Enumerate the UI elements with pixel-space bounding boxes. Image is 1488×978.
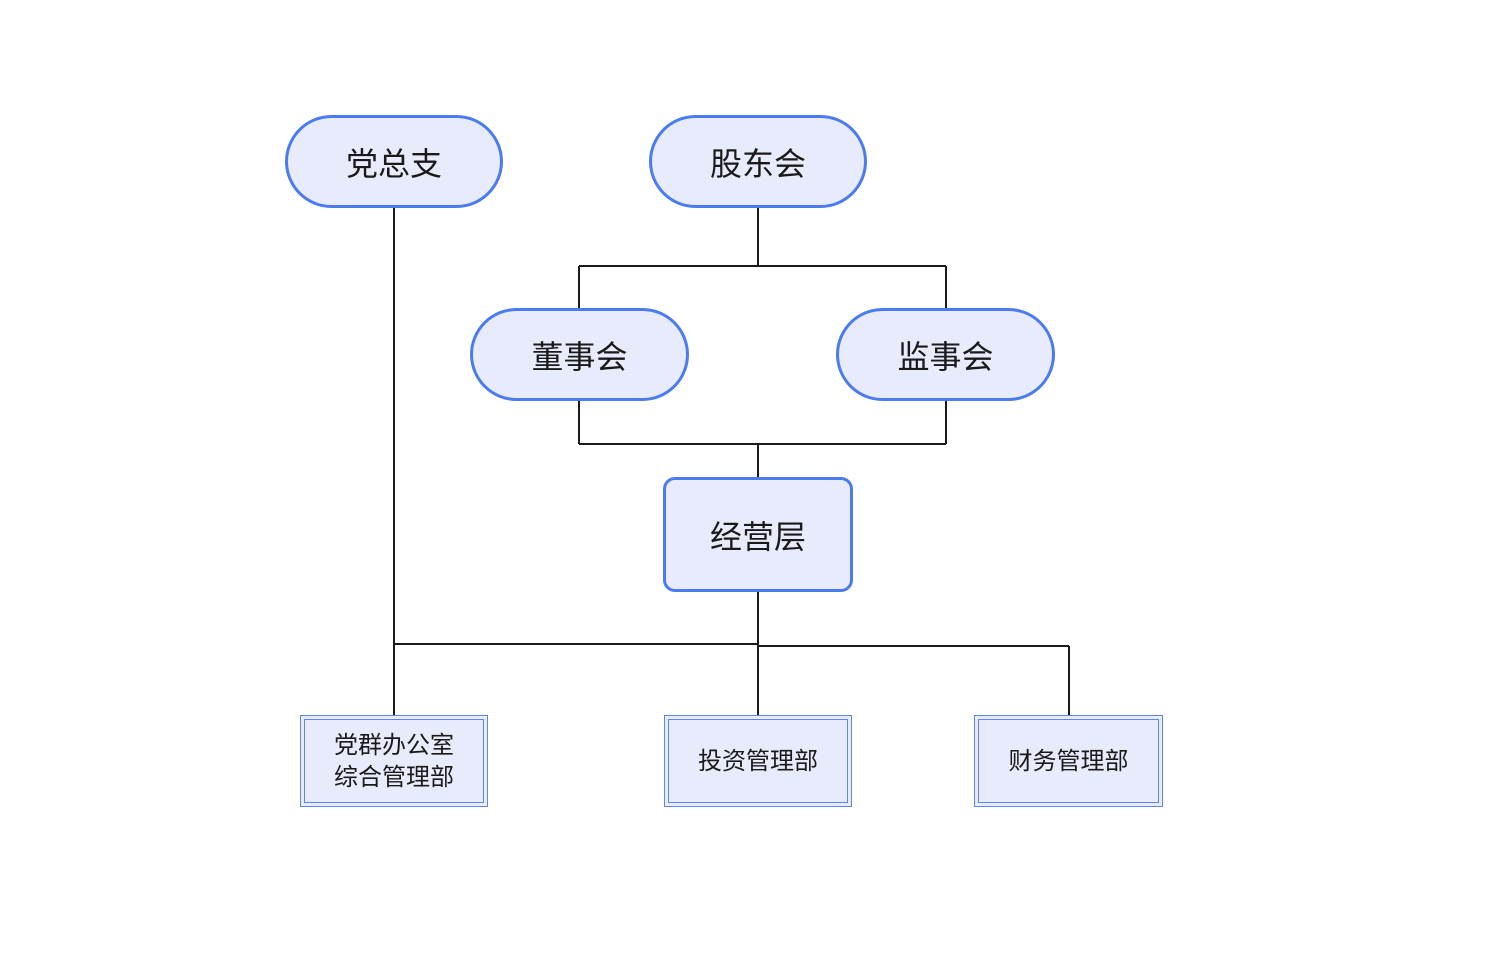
node-party-branch-label: 党总支 bbox=[345, 144, 442, 183]
node-dept-party-office-line2: 综合管理部 bbox=[334, 763, 454, 791]
node-supervisors[interactable]: 监事会 bbox=[836, 308, 1055, 401]
node-shareholders-label: 股东会 bbox=[709, 144, 806, 183]
node-dept-investment-label: 投资管理部 bbox=[698, 747, 818, 775]
node-party-branch[interactable]: 党总支 bbox=[285, 115, 503, 208]
node-shareholders[interactable]: 股东会 bbox=[649, 115, 867, 208]
node-dept-investment[interactable]: 投资管理部 bbox=[664, 715, 852, 807]
node-dept-finance[interactable]: 财务管理部 bbox=[974, 715, 1163, 807]
node-board-label: 董事会 bbox=[531, 337, 628, 376]
node-board[interactable]: 董事会 bbox=[470, 308, 689, 401]
node-supervisors-label: 监事会 bbox=[897, 337, 994, 376]
node-management[interactable]: 经营层 bbox=[663, 477, 853, 592]
node-management-label: 经营层 bbox=[709, 517, 806, 556]
node-dept-party-office-line1: 党群办公室 bbox=[334, 731, 454, 759]
node-dept-party-office-label: 党群办公室 综合管理部 bbox=[334, 729, 454, 793]
node-dept-party-office[interactable]: 党群办公室 综合管理部 bbox=[300, 715, 488, 807]
node-dept-finance-label: 财务管理部 bbox=[1008, 747, 1129, 775]
